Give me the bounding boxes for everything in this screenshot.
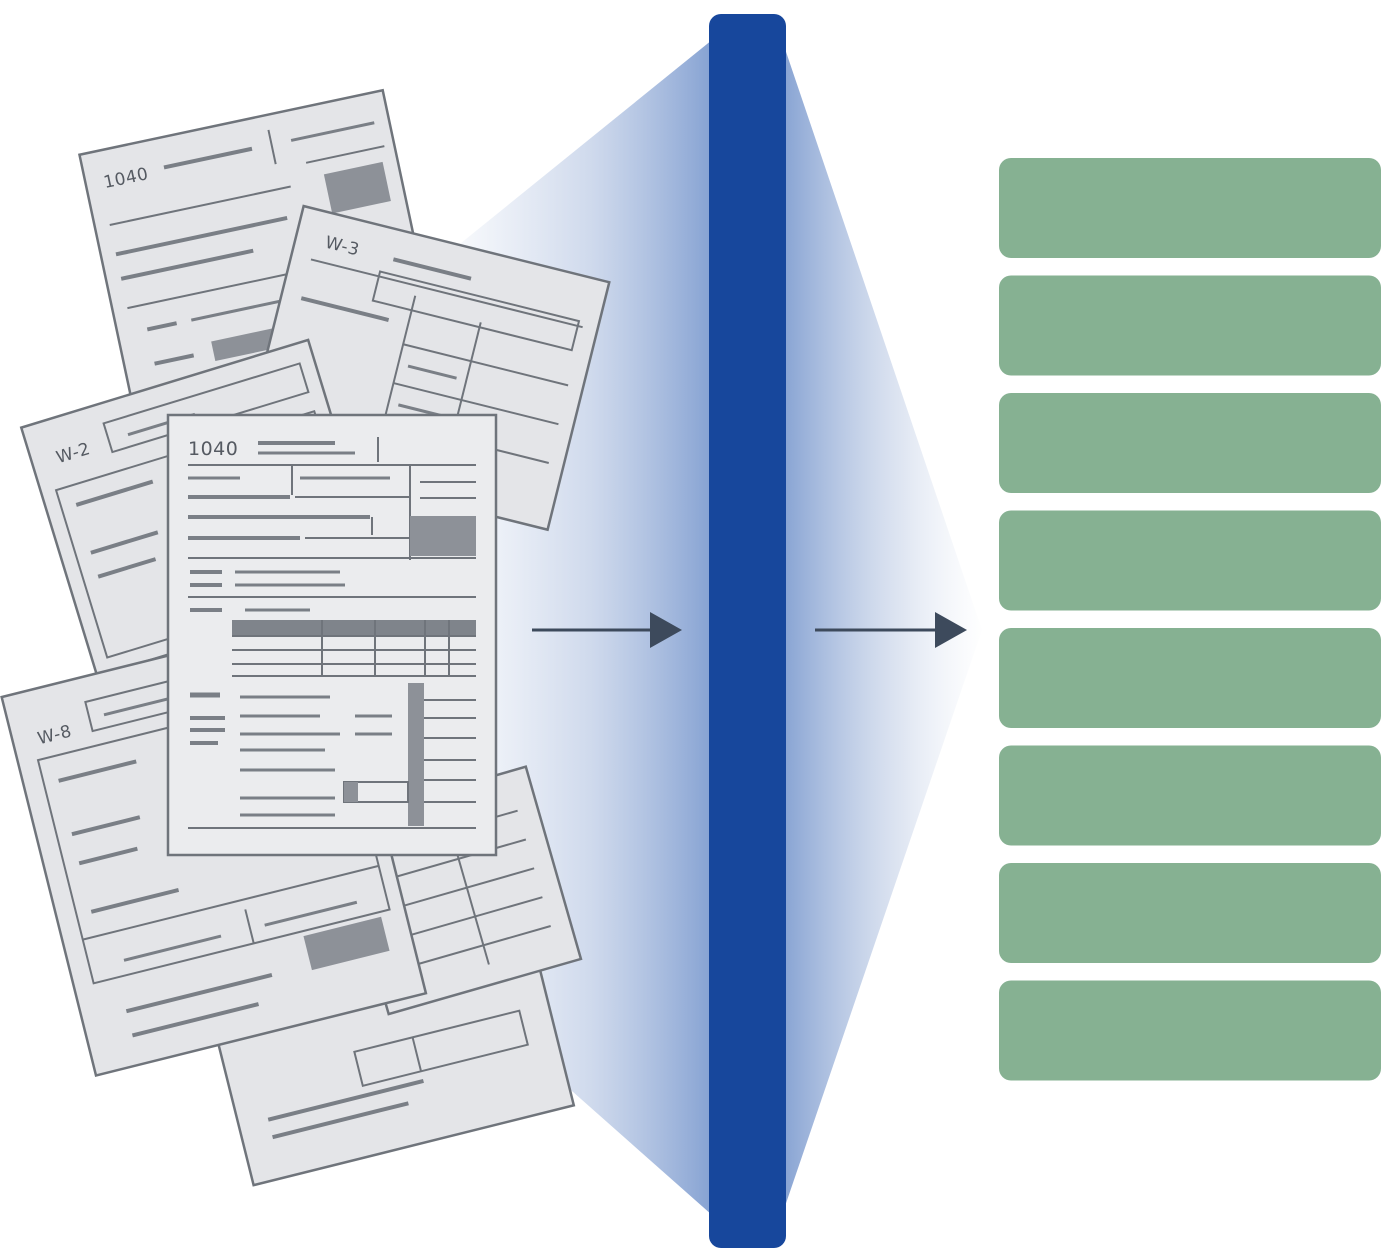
document-stack: 1040 W-3 xyxy=(0,88,611,1187)
output-beam xyxy=(782,40,982,1215)
form-label: 1040 xyxy=(188,438,238,460)
input-arrow xyxy=(532,612,682,648)
document-1040-front: 1040 xyxy=(166,413,498,857)
output-record-block xyxy=(999,980,1381,1081)
output-record-block xyxy=(999,745,1381,846)
filter-bar xyxy=(709,14,786,1248)
output-record-block xyxy=(999,158,1381,258)
output-record-block xyxy=(999,863,1381,963)
structured-output-records xyxy=(999,158,1381,1081)
output-record-block xyxy=(999,393,1381,493)
output-record-block xyxy=(999,275,1381,376)
output-arrow xyxy=(815,612,967,648)
output-record-block xyxy=(999,628,1381,728)
output-record-block xyxy=(999,510,1381,611)
